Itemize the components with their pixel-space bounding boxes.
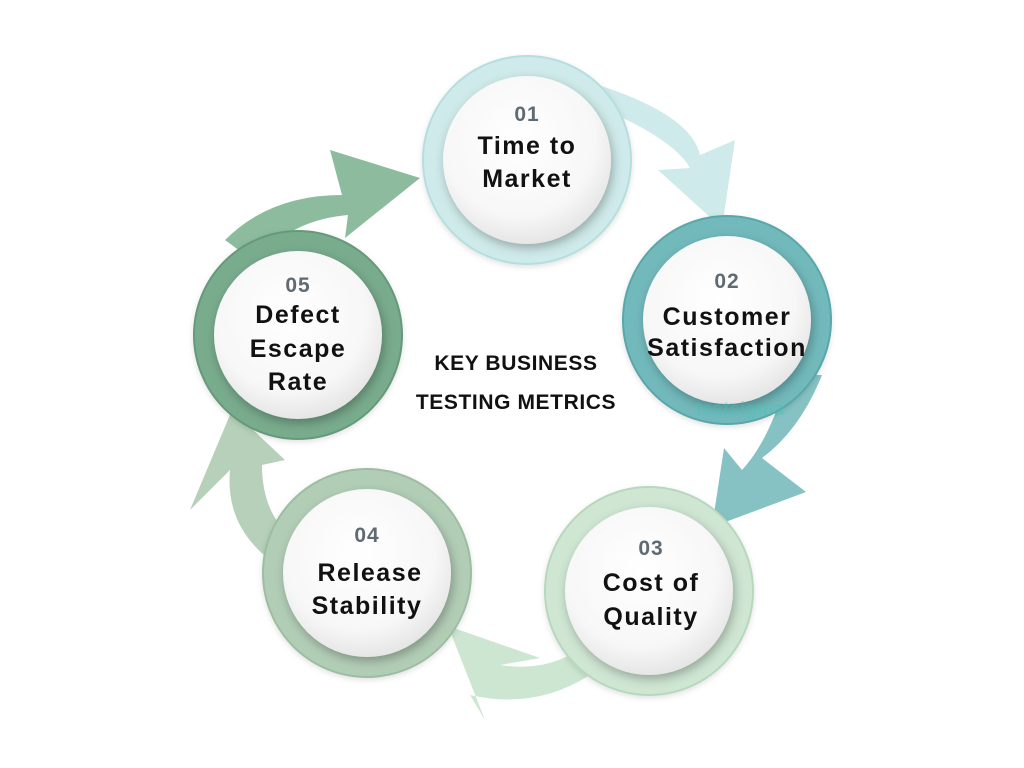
node-05-defect-escape-rate: 05 Defect Escape Rate: [193, 230, 403, 440]
node-number: 04: [354, 524, 379, 547]
node-disc: [565, 507, 733, 675]
node-number: 05: [285, 274, 310, 297]
node-number: 02: [714, 270, 739, 293]
center-title-line: KEY BUSINESS: [434, 352, 597, 375]
arrow-03-to-04: [448, 626, 590, 720]
node-disc: [214, 251, 382, 419]
center-title: KEY BUSINESS TESTING METRICS: [416, 352, 616, 414]
node-02-customer-satisfaction: 02 Customer Satisfaction: [622, 215, 832, 425]
arrow-01-to-02: [560, 78, 735, 228]
node-label-line: Rate: [268, 368, 328, 396]
node-label-line: Release: [317, 559, 422, 587]
node-number: 01: [514, 103, 539, 126]
node-label-line: Quality: [603, 603, 698, 631]
node-label-line: Satisfaction: [647, 334, 807, 362]
node-label-line: Customer: [663, 303, 792, 331]
center-title-line: TESTING METRICS: [416, 391, 616, 414]
node-number: 03: [638, 537, 663, 560]
node-label-line: Market: [482, 165, 572, 193]
node-disc: [643, 236, 811, 404]
node-03-cost-of-quality: 03 Cost of Quality: [544, 486, 754, 696]
node-label-line: Stability: [312, 592, 423, 620]
node-04-release-stability: 04 Release Stability: [262, 468, 472, 678]
node-label-line: Defect: [255, 301, 340, 329]
node-disc: [283, 489, 451, 657]
node-disc: [443, 76, 611, 244]
node-label-line: Time to: [478, 132, 577, 160]
node-label-line: Escape: [250, 335, 347, 363]
arrow-04-to-05: [190, 410, 295, 560]
node-label-line: Cost of: [603, 569, 700, 597]
node-01-time-to-market: 01 Time to Market: [422, 55, 632, 265]
arrow-02-to-03: [712, 375, 822, 527]
watermark-text: testsigma: [696, 399, 785, 420]
